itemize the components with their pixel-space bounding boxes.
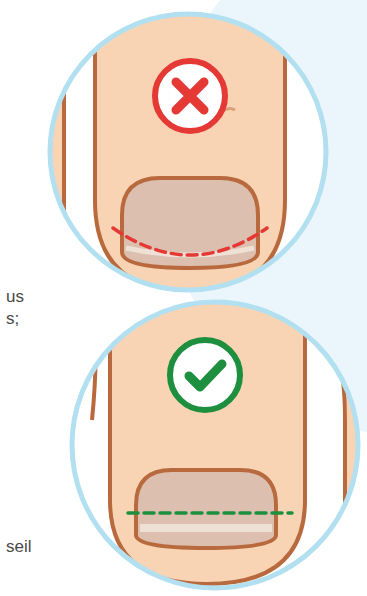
big-toe: [110, 290, 305, 584]
text-fragment: s;: [6, 309, 19, 329]
text-fragment: seil: [6, 537, 32, 557]
wrong-cut-panel: [10, 0, 326, 295]
right-cut-panel: [72, 290, 367, 596]
text-fragment: us: [6, 287, 24, 307]
wrong-cut-line: [113, 228, 267, 255]
big-toe: [95, 0, 285, 292]
neighbour-toe: [10, 29, 64, 295]
check-symbol: [170, 340, 240, 410]
toenail: [136, 470, 276, 548]
cross-symbol: [155, 61, 225, 131]
right-cut-line: [128, 511, 292, 515]
